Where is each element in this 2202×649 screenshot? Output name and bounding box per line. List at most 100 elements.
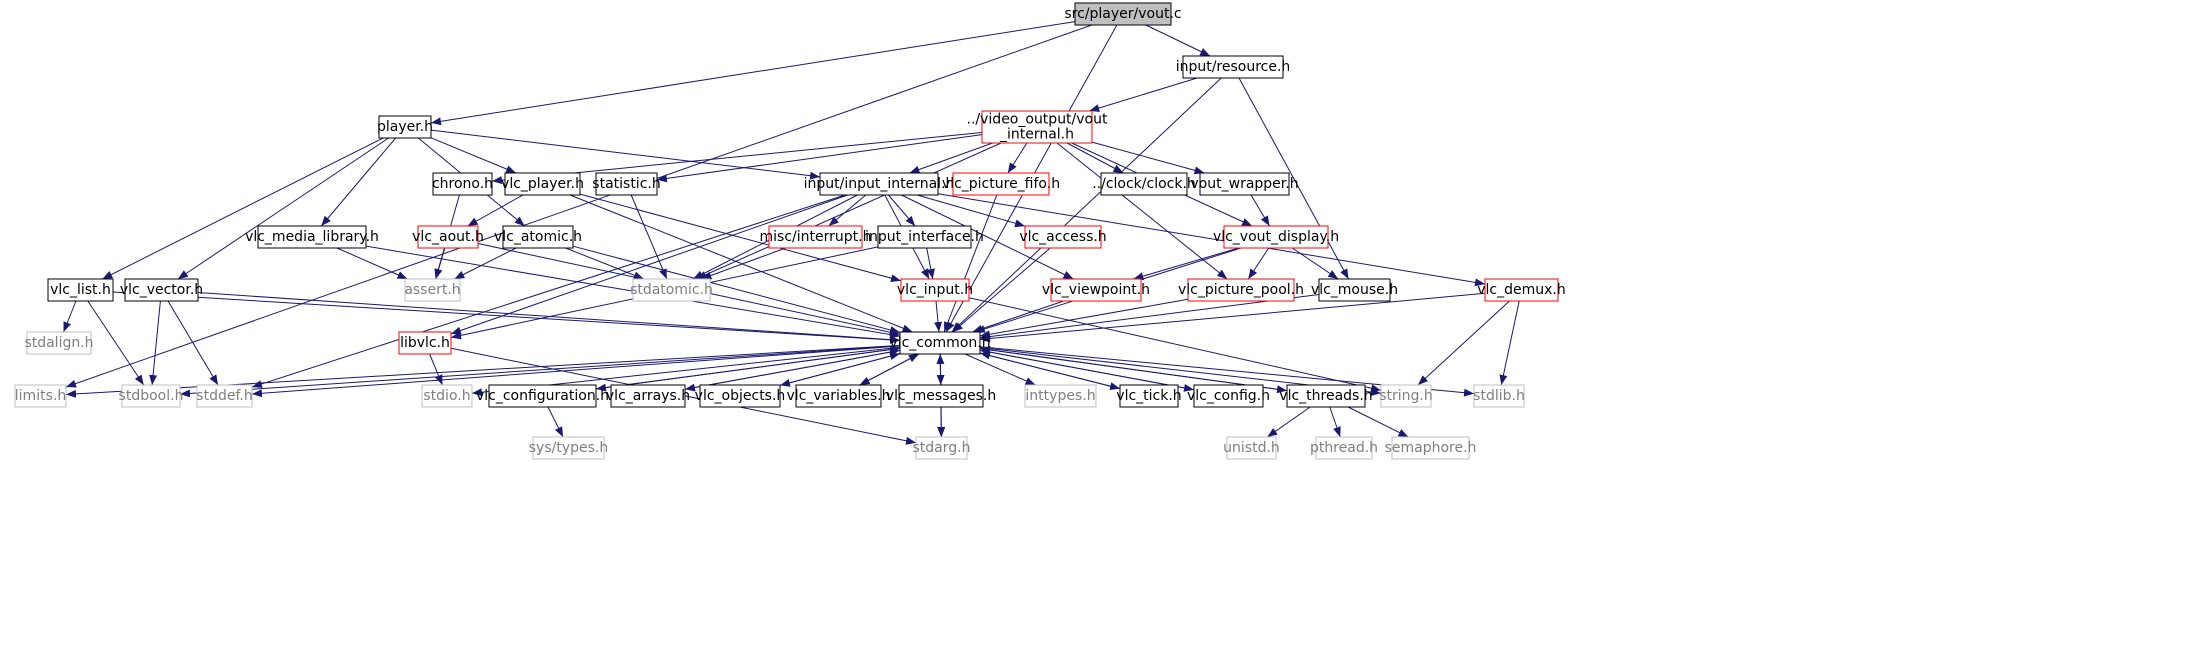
edge-n3-to-n12 bbox=[320, 137, 397, 227]
node-stdbool-h: stdbool.h bbox=[119, 384, 184, 408]
node-vlc-demux-h[interactable]: vlc_demux.h bbox=[1477, 278, 1566, 302]
node-label: vlc_demux.h bbox=[1477, 282, 1566, 298]
node-label: string.h bbox=[1379, 388, 1433, 404]
node-vlc-picture-pool-h[interactable]: vlc_picture_pool.h bbox=[1178, 278, 1304, 302]
edge-n26-to-n30 bbox=[979, 294, 1320, 341]
node-vlc-player-h[interactable]: vlc_player.h bbox=[501, 172, 584, 196]
node-label: input/resource.h bbox=[1176, 59, 1291, 75]
node-box bbox=[595, 172, 658, 196]
node-box bbox=[1187, 278, 1295, 302]
node-statistic-h[interactable]: statistic.h bbox=[592, 172, 661, 196]
node-vlc-vector-h[interactable]: vlc_vector.h bbox=[120, 278, 203, 302]
edge-n7-to-n22 bbox=[630, 194, 668, 280]
node-label: vlc_picture_pool.h bbox=[1178, 282, 1304, 298]
node-clock-clock-h[interactable]: ../clock/clock.h bbox=[1092, 172, 1196, 196]
node-vlc-access-h[interactable]: vlc_access.h bbox=[1019, 225, 1107, 249]
edge-n17-to-n30 bbox=[952, 247, 1051, 333]
node-vout-wrapper-h[interactable]: vout_wrapper.h bbox=[1190, 172, 1299, 196]
node-vlc-tick-h[interactable]: vlc_tick.h bbox=[1116, 384, 1182, 408]
edge-n20-to-n30 bbox=[197, 292, 901, 344]
node-video-output-vout-internal-h[interactable]: ../video_output/vout_internal.h bbox=[967, 110, 1108, 144]
node-vlc-media-library-h[interactable]: vlc_media_library.h bbox=[245, 225, 379, 249]
node-vlc-mouse-h[interactable]: vlc_mouse.h bbox=[1311, 278, 1398, 302]
node-vlc-input-h[interactable]: vlc_input.h bbox=[897, 278, 973, 302]
edge-n20-to-n33 bbox=[167, 300, 219, 386]
node-vlc-configuration-h[interactable]: vlc_configuration.h bbox=[476, 384, 609, 408]
node-vlc-viewpoint-h[interactable]: vlc_viewpoint.h bbox=[1042, 278, 1150, 302]
node-src-player-vout-c[interactable]: src/player/vout.c bbox=[1064, 2, 1182, 26]
node-vlc-variables-h[interactable]: vlc_variables.h bbox=[787, 384, 891, 408]
edge-n37-to-n30 bbox=[779, 352, 901, 386]
edge-n35-to-n46 bbox=[547, 406, 564, 438]
node-stdlib-h: stdlib.h bbox=[1473, 384, 1525, 408]
node-player-h[interactable]: player.h bbox=[377, 115, 433, 139]
edge-n8-to-n16 bbox=[888, 194, 916, 227]
node-label: vlc_messages.h bbox=[886, 388, 996, 404]
node-vlc-threads-h[interactable]: vlc_threads.h bbox=[1279, 384, 1373, 408]
node-box bbox=[952, 172, 1050, 196]
node-box bbox=[432, 172, 493, 196]
edge-n18-to-n26 bbox=[1292, 247, 1339, 280]
node-vlc-vout-display-h[interactable]: vlc_vout_display.h bbox=[1213, 225, 1339, 249]
node-input-input-internal-h[interactable]: input/input_internal.h bbox=[804, 172, 955, 196]
node-label: statistic.h bbox=[592, 176, 660, 192]
node-box bbox=[768, 225, 863, 249]
node-vlc-common-h[interactable]: vlc_common.h bbox=[889, 331, 991, 355]
node-label: limits.h bbox=[15, 388, 66, 404]
node-vlc-config-h[interactable]: vlc_config.h bbox=[1187, 384, 1270, 408]
edge-n14-to-n30 bbox=[572, 245, 901, 334]
node-box bbox=[1226, 436, 1277, 460]
edge-n8-to-n27 bbox=[937, 193, 1486, 287]
node-misc-interrupt-h[interactable]: misc/interrupt.h bbox=[760, 225, 872, 249]
node-box bbox=[1182, 55, 1284, 79]
node-box bbox=[196, 384, 253, 408]
node-label: player.h bbox=[377, 119, 433, 135]
node-box bbox=[1024, 384, 1097, 408]
node-box bbox=[1199, 172, 1290, 196]
node-box bbox=[124, 278, 199, 302]
node-label: vlc_variables.h bbox=[787, 388, 891, 404]
node-input-interface-h[interactable]: input_interface.h bbox=[865, 225, 984, 249]
node-label: input_interface.h bbox=[865, 229, 984, 245]
node-vlc-aout-h[interactable]: vlc_aout.h bbox=[412, 225, 484, 249]
node-libvlc-h[interactable]: libvlc.h bbox=[398, 331, 452, 355]
node-box bbox=[898, 384, 984, 408]
node-box bbox=[417, 225, 479, 249]
node-label: misc/interrupt.h bbox=[760, 229, 872, 245]
node-box bbox=[900, 278, 970, 302]
node-label: vlc_tick.h bbox=[1116, 388, 1181, 404]
node-chrono-h[interactable]: chrono.h bbox=[432, 172, 493, 196]
node-vlc-objects-h[interactable]: vlc_objects.h bbox=[695, 384, 786, 408]
node-stddef-h: stddef.h bbox=[196, 384, 253, 408]
edge-n23-to-n30 bbox=[934, 300, 943, 333]
node-label: stdatomic.h bbox=[630, 282, 713, 298]
node-vlc-list-h[interactable]: vlc_list.h bbox=[47, 278, 114, 302]
edge-n4-to-n22 bbox=[695, 142, 1002, 280]
edge-n6-to-n30 bbox=[569, 194, 913, 333]
node-vlc-messages-h[interactable]: vlc_messages.h bbox=[886, 384, 996, 408]
node-input-resource-h[interactable]: input/resource.h bbox=[1176, 55, 1291, 79]
node-label: stdio.h bbox=[423, 388, 470, 404]
node-box bbox=[504, 172, 581, 196]
node-label: inttypes.h bbox=[1025, 388, 1095, 404]
node-box bbox=[1484, 278, 1559, 302]
node-label: vout_wrapper.h bbox=[1190, 176, 1298, 192]
node-vlc-arrays-h[interactable]: vlc_arrays.h bbox=[606, 384, 690, 408]
edge-n35-to-n30 bbox=[595, 345, 901, 390]
edge-n43-to-n48 bbox=[1267, 406, 1311, 438]
node-label: stdbool.h bbox=[119, 388, 184, 404]
node-label: _internal.h bbox=[999, 127, 1074, 143]
node-box bbox=[1119, 384, 1179, 408]
edge-n9-to-n30 bbox=[943, 194, 998, 333]
edge-n27-to-n44 bbox=[1417, 300, 1510, 386]
edge-n41-to-n30 bbox=[979, 351, 1121, 390]
node-box bbox=[1074, 2, 1172, 26]
node-vlc-picture-fifo-h[interactable]: vlc_picture_fifo.h bbox=[942, 172, 1060, 196]
node-string-h: string.h bbox=[1379, 384, 1433, 408]
node-vlc-atomic-h[interactable]: vlc_atomic.h bbox=[494, 225, 582, 249]
edge-n38-to-n30 bbox=[859, 353, 920, 386]
node-stdalign-h: stdalign.h bbox=[24, 331, 94, 355]
node-assert-h: assert.h bbox=[404, 278, 461, 302]
node-label: stddef.h bbox=[196, 388, 252, 404]
node-box bbox=[398, 331, 452, 355]
